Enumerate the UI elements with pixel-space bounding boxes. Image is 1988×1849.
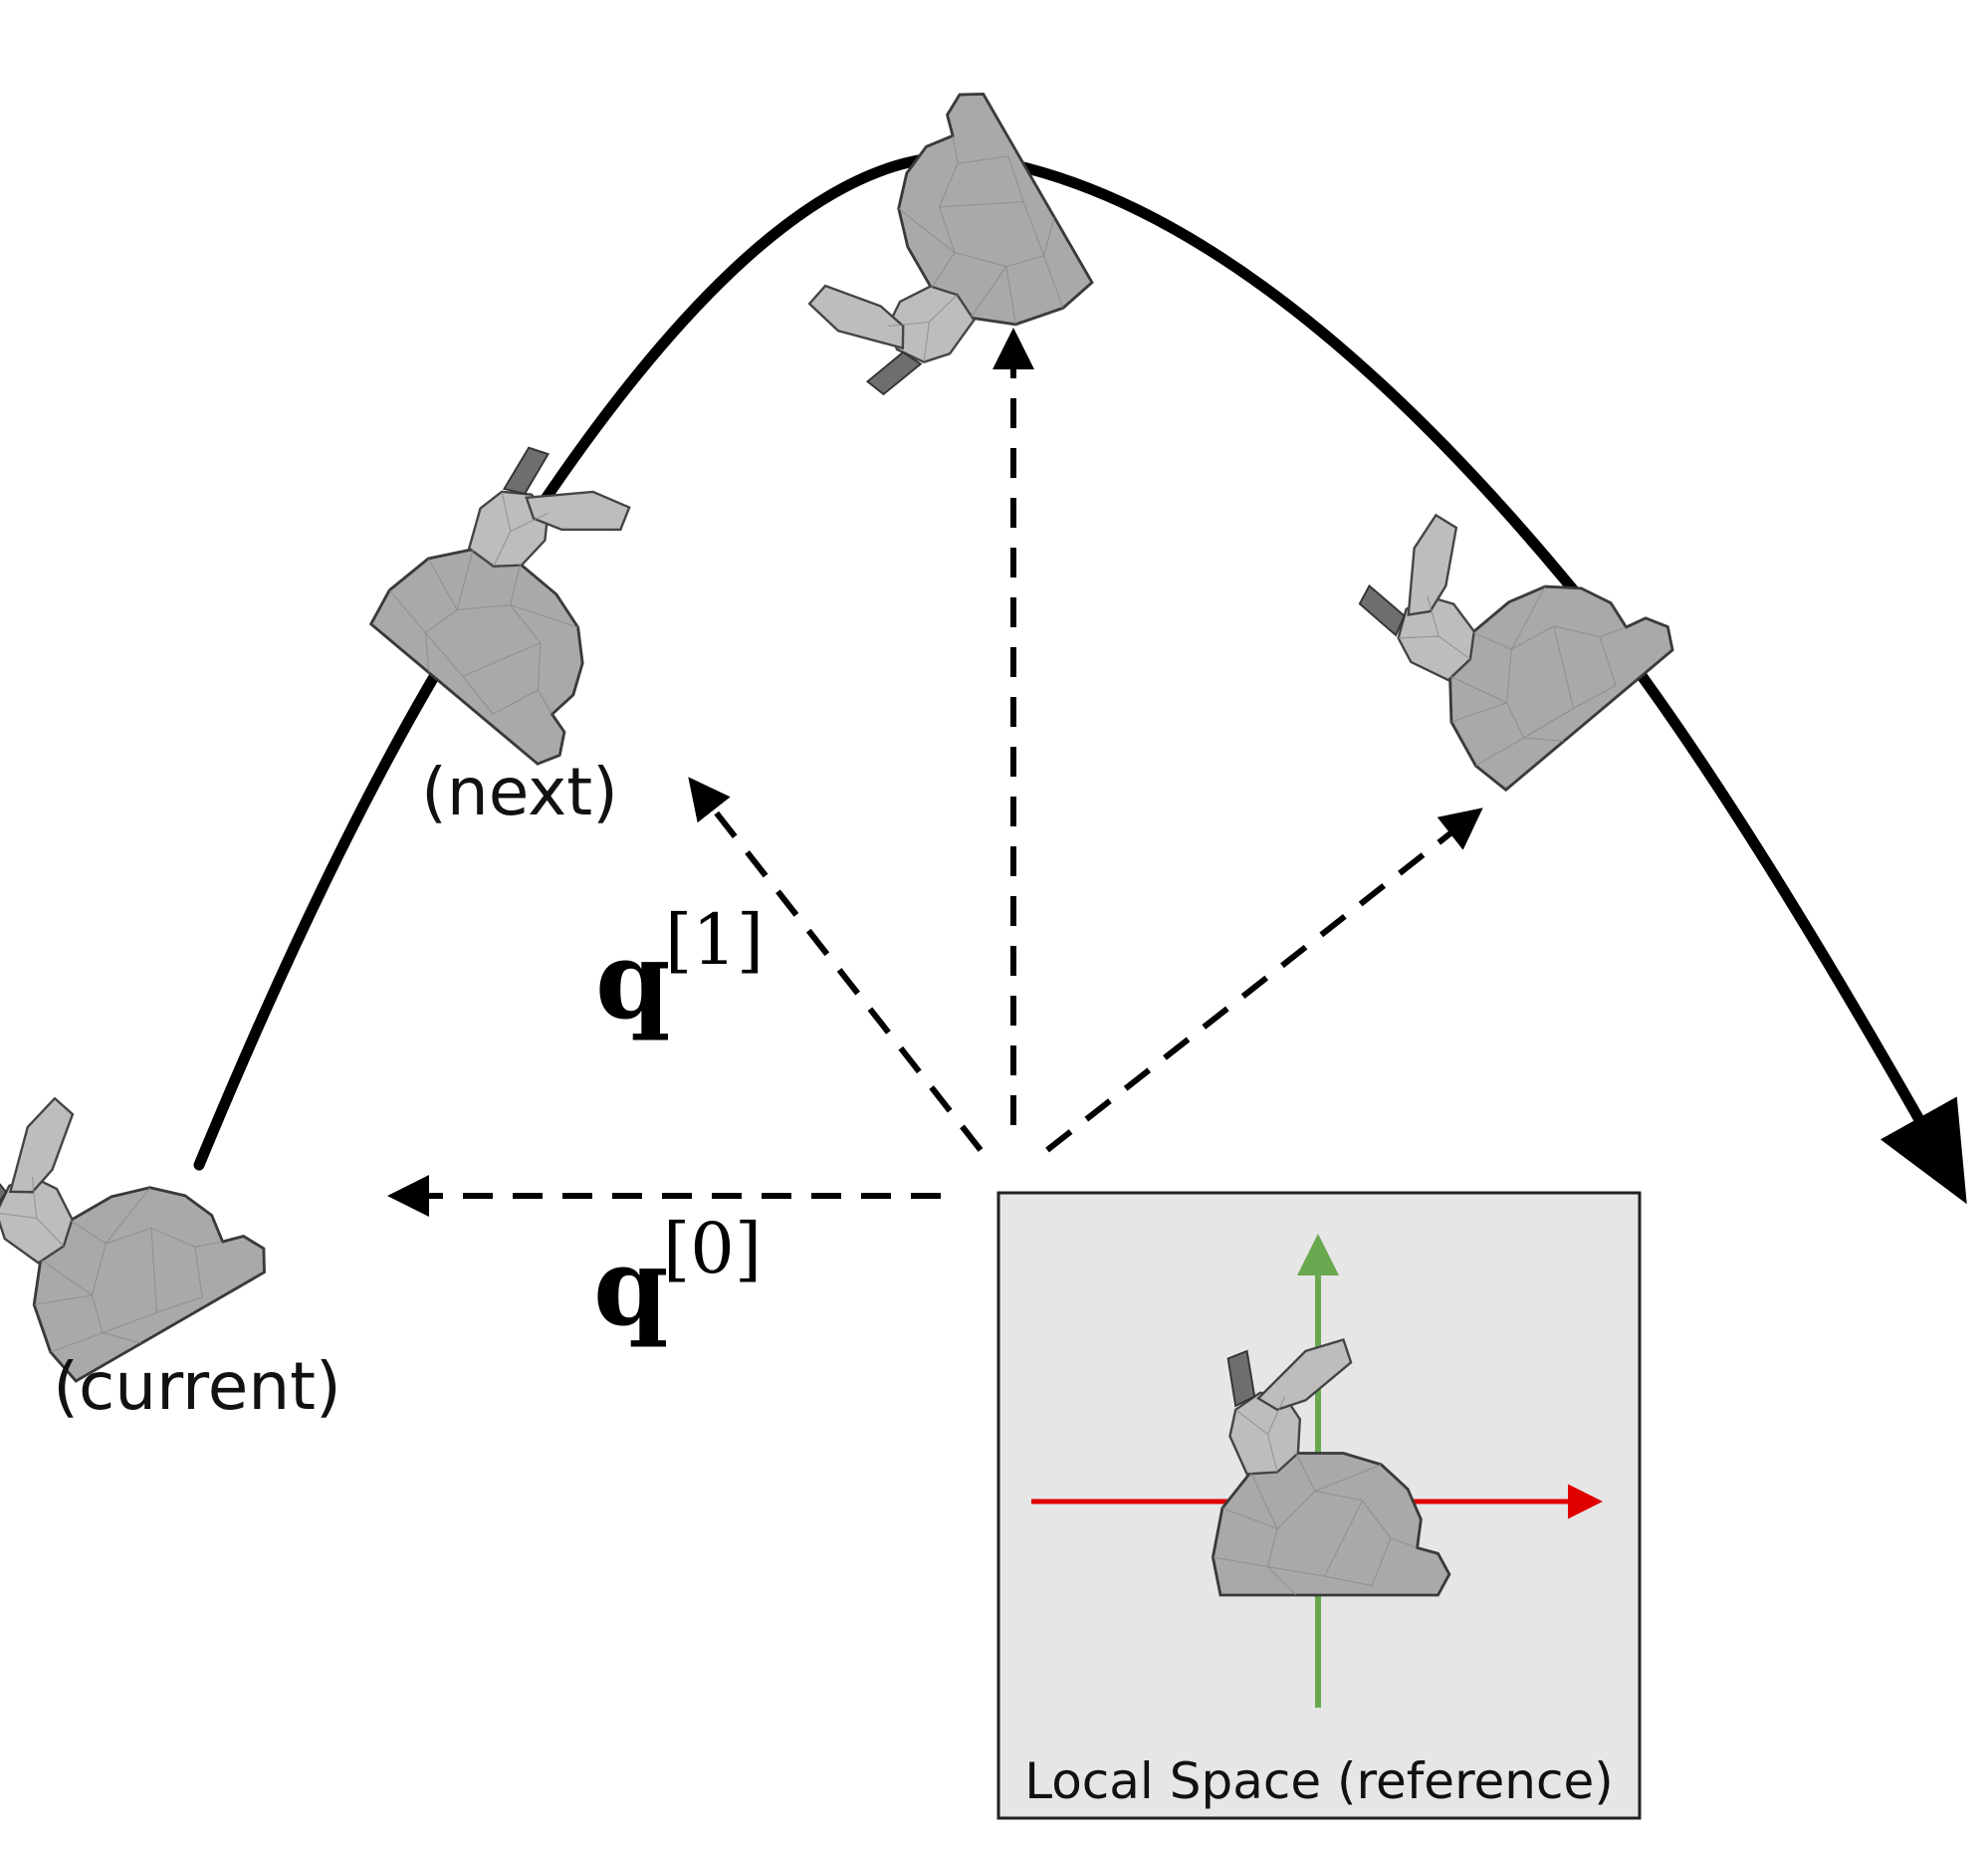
q1-index: [1] (665, 899, 764, 981)
q1-vector (688, 777, 984, 1152)
q1-symbol: q (595, 918, 671, 1043)
local-space-panel: Local Space (reference) (996, 1191, 1642, 1820)
next-label: (next) (421, 754, 618, 830)
local-space-label: Local Space (reference) (1024, 1752, 1614, 1810)
q0-index: [0] (663, 1208, 762, 1289)
bunny-icon (755, 83, 1098, 418)
bunny-icon (1334, 445, 1683, 797)
current-label: (current) (53, 1348, 341, 1425)
q0-symbol: q (593, 1225, 669, 1350)
bunny-icon (363, 421, 713, 773)
q1-label: q [1] (595, 899, 764, 1043)
q0-label: q [0] (593, 1208, 762, 1350)
q3-vector (1045, 808, 1483, 1153)
